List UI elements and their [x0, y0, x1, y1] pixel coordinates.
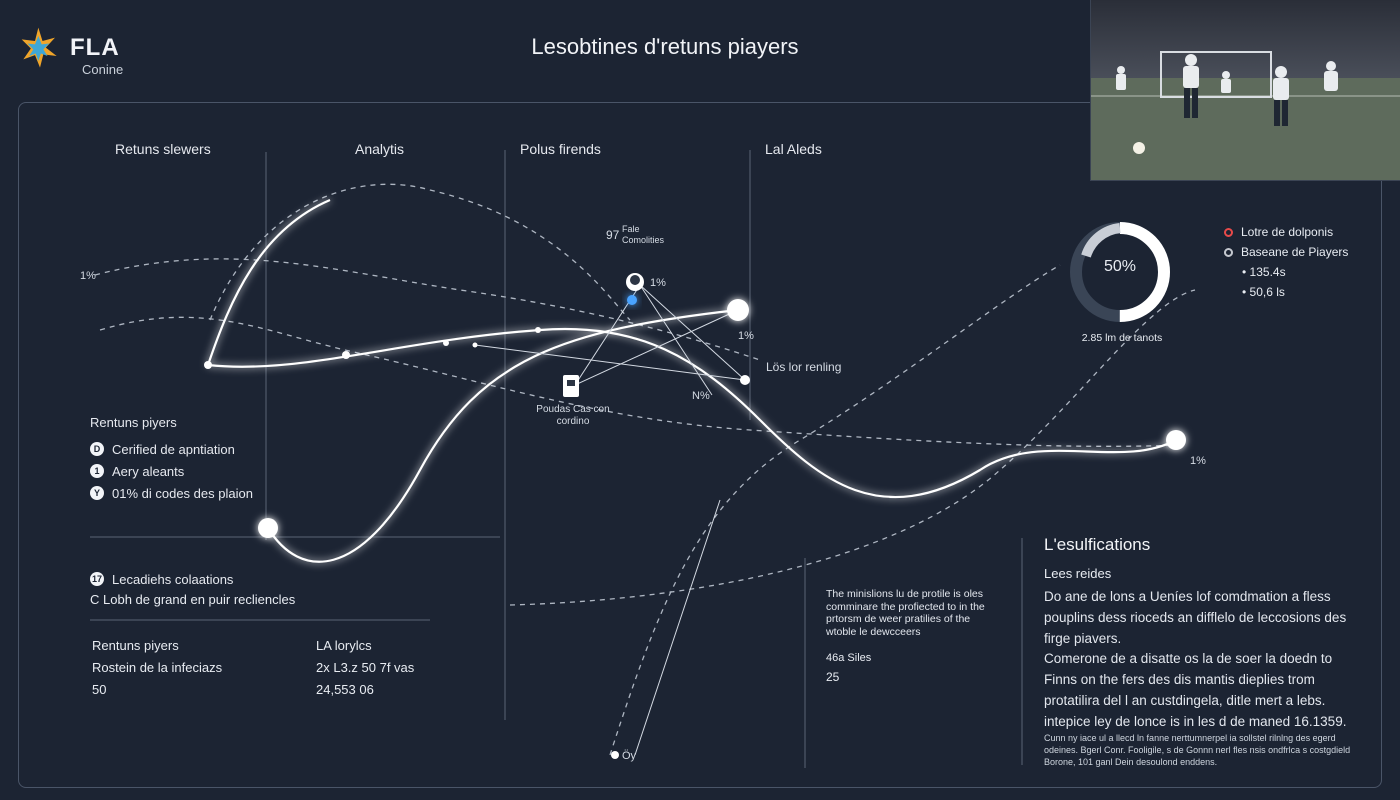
table-cell: LA lorylcs — [316, 638, 372, 653]
donut-secondary-arc — [1081, 223, 1121, 258]
legend-item-label: Baseane de Piayers — [1241, 245, 1349, 259]
soccer-photo — [1090, 0, 1400, 181]
stats-table: Rentuns piyers LA lorylcs Rostein de la i… — [92, 638, 432, 704]
right-fine-print: Cunn ny iace ul a llecd ln fanne nerttum… — [1044, 733, 1351, 767]
main-panel — [18, 102, 1382, 788]
table-cell: 24,553 06 — [316, 682, 374, 697]
column-heading-1: Retuns slewers — [115, 141, 211, 157]
logo-star-icon — [21, 27, 57, 68]
page-title: Lesobtines d'retuns piayers — [531, 34, 799, 59]
legend-value: • 135.4s — [1242, 265, 1286, 279]
legend-item-label: Lotre de dolponis — [1241, 225, 1334, 239]
legend-item: 1 Aery aleants — [90, 460, 370, 482]
table-row: Rostein de la infeciazs 2x L3.z 50 7f vas — [92, 660, 432, 682]
note-line-1: 17 Lecadiehs colaations — [90, 568, 430, 590]
legend-item-label: 01% di codes des plaion — [112, 485, 253, 501]
avatar-percent-label: 1% — [650, 277, 666, 289]
right-subheading: Lees reides — [1044, 566, 1112, 581]
right-percent-label: 1% — [1190, 455, 1206, 467]
table-cell: Rostein de la infeciazs — [92, 660, 223, 675]
table-cell: 50 — [92, 682, 107, 697]
lower-left-note: 17 Lecadiehs colaations C Lobh de grand e… — [90, 568, 430, 607]
right-paragraph-1: Do ane de lons a Ueníes lof comdmation a… — [1044, 589, 1347, 646]
node-top-number: 97 — [606, 228, 620, 242]
legend-value: • 50,6 ls — [1242, 285, 1285, 299]
left-legend-title: Rentuns piyers — [90, 415, 177, 430]
number-badge: Y — [90, 486, 104, 500]
middle-label: 46a Siles — [826, 652, 872, 664]
legend-item: Lotre de dolponis — [1224, 222, 1384, 242]
lower-renting-label: Lös lor renling — [766, 360, 842, 374]
number-badge: 1 — [90, 464, 104, 478]
logo-subtitle: Conine — [82, 62, 124, 77]
column-heading-4: Lal Aleds — [765, 141, 822, 157]
grey-dot-icon — [1224, 247, 1233, 257]
note-line-2: C Lobh de grand en puir recliencles — [90, 592, 296, 607]
legend-item-label: Aery aleants — [112, 463, 185, 479]
column-heading-2: Analytis — [355, 141, 405, 157]
red-dot-icon — [1224, 227, 1233, 237]
right-paragraph-2: Comerone de a disatte os la de soer la d… — [1044, 651, 1347, 729]
logo-text: FLA — [70, 34, 120, 61]
right-heading: L'esulfications — [1044, 535, 1151, 554]
donut-chart — [1070, 222, 1170, 322]
table-row: 50 24,553 06 — [92, 682, 432, 704]
table-row: Rentuns piyers LA lorylcs — [92, 638, 432, 660]
note-line-1-text: Lecadiehs colaations — [112, 571, 234, 587]
legend-item: D Cerified de apntiation — [90, 438, 370, 460]
box-node-caption: Poudas Cas con cordino — [536, 404, 610, 427]
n-percent-label: N% — [692, 390, 710, 402]
donut-arc — [1070, 222, 1170, 322]
table-cell: 2x L3.z 50 7f vas — [316, 660, 415, 675]
number-badge: 17 — [90, 572, 104, 586]
legend-item: Baseane de Piayers — [1224, 242, 1384, 262]
bottom-node-label: Öy — [622, 750, 637, 762]
table-cell: Rentuns piyers — [92, 638, 179, 653]
legend-value-text: 135.4s — [1249, 265, 1286, 279]
middle-paragraph: The minislions lu de protile is oles com… — [826, 588, 985, 638]
donut-percent-label: 50% — [1103, 258, 1137, 275]
legend-value-text: 50,6 ls — [1249, 285, 1285, 299]
legend-item: Y 01% di codes des plaion — [90, 482, 370, 504]
donut-caption: 2.85 lm de tanots — [1081, 332, 1163, 344]
number-badge: D — [90, 442, 104, 456]
left-legend: Rentuns piyers D Cerified de apntiation 1… — [90, 415, 370, 504]
left-percent-label: 1% — [80, 270, 96, 282]
node-percent-label: 1% — [738, 330, 754, 342]
right-legend: Lotre de dolponis Baseane de Piayers • 1… — [1224, 222, 1384, 302]
node-top-text: Fale Comolities — [622, 224, 665, 245]
legend-item-label: Cerified de apntiation — [112, 441, 235, 457]
middle-value: 25 — [826, 670, 840, 684]
column-heading-3: Polus firends — [520, 141, 601, 157]
